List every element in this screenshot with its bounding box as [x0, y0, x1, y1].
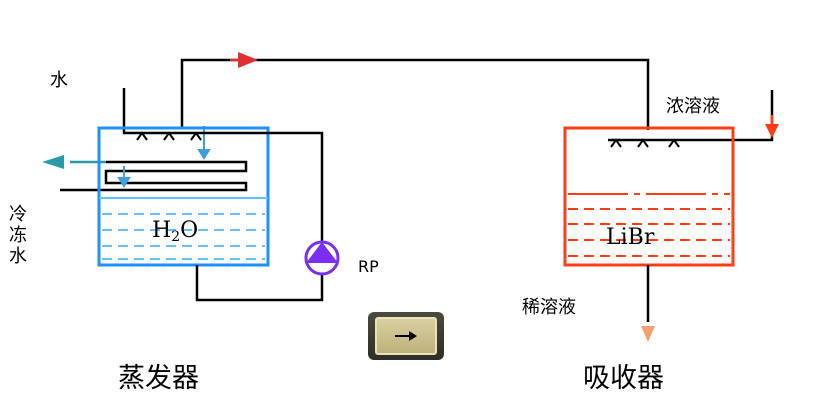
pump-label: RP: [358, 257, 379, 276]
dilute-solution-arrow: [641, 326, 655, 342]
evaporator-caption: 蒸发器: [118, 363, 199, 394]
chilled-water-coil: [60, 160, 248, 192]
evaporator-drip-arrows: [117, 126, 211, 188]
h2o-label: H2O: [152, 218, 198, 245]
arrow-right-icon: [395, 331, 417, 341]
chilled-water-label-2: 冻: [9, 225, 27, 246]
absorber-liquid-lines: [568, 193, 730, 257]
water-label: 水: [50, 70, 68, 91]
chilled-water-label-1: 冷: [9, 204, 27, 225]
pump-recirculation-pipe: [195, 131, 324, 302]
evaporator-liquid-lines: [99, 197, 268, 260]
pump-symbol: [304, 240, 340, 276]
absorber-caption: 吸收器: [583, 363, 664, 394]
concentrated-solution-arrow: [765, 124, 779, 138]
concentrated-solution-label: 浓溶液: [666, 96, 720, 117]
vapor-flow-arrow: [238, 52, 258, 68]
evaporator-vessel: [97, 126, 270, 267]
concentrated-solution-pipe: [608, 90, 774, 142]
evaporator-spray-nozzles: [136, 131, 202, 141]
water-inlet-pipe: [122, 88, 200, 135]
chilled-water-label-3: 水: [9, 246, 27, 267]
chilled-water-out-arrow: [42, 155, 64, 169]
next-step-button[interactable]: [368, 312, 444, 360]
absorber-spray-nozzles: [610, 138, 680, 148]
vapor-pipe: [180, 58, 650, 130]
dilute-solution-label: 稀溶液: [522, 297, 576, 318]
libr-label: LiBr: [606, 225, 655, 250]
